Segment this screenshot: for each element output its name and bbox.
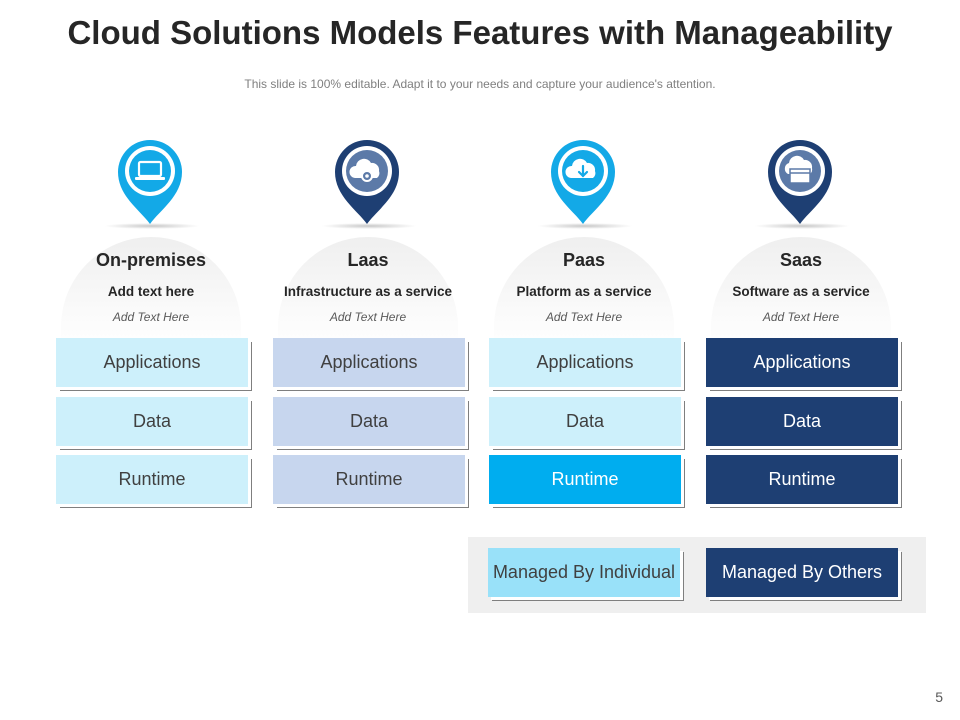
model-name: Laas — [347, 250, 389, 270]
cell-data: Data — [273, 397, 465, 446]
page-number: 5 — [935, 689, 943, 705]
header-paas: Paas Platform as a service Add Text Here — [494, 237, 674, 347]
cloud-download-icon — [551, 140, 615, 224]
cell-runtime: Runtime — [706, 455, 898, 504]
pin-shadow — [537, 223, 633, 229]
cell-data: Data — [56, 397, 248, 446]
model-note: Add Text Here — [545, 310, 623, 324]
cell-runtime: Runtime — [56, 455, 248, 504]
model-note: Add Text Here — [762, 310, 840, 324]
column-laas: Laas Infrastructure as a service Add Tex… — [271, 136, 471, 516]
model-description: Add text here — [107, 284, 195, 299]
model-note: Add Text Here — [112, 310, 190, 324]
pin-shadow — [321, 223, 417, 229]
cloud-window-icon — [768, 140, 832, 224]
pin-shadow — [104, 223, 200, 229]
slide-title: Cloud Solutions Models Features with Man… — [67, 14, 893, 51]
column-on-premises: On-premises Add text here Add Text Here … — [54, 136, 254, 516]
cell-applications: Applications — [706, 338, 898, 387]
header-laas: Laas Infrastructure as a service Add Tex… — [278, 237, 458, 347]
cell-data: Data — [489, 397, 681, 446]
model-note: Add Text Here — [329, 310, 407, 324]
header-saas: Saas Software as a service Add Text Here — [711, 237, 891, 347]
model-description: Infrastructure as a service — [283, 284, 453, 299]
cell-data: Data — [706, 397, 898, 446]
pin-shadow — [754, 223, 850, 229]
model-name: Saas — [779, 250, 823, 270]
model-description: Platform as a service — [516, 284, 652, 299]
header-on-premises: On-premises Add text here Add Text Here — [61, 237, 241, 347]
cell-runtime: Runtime — [273, 455, 465, 504]
model-description: Software as a service — [732, 284, 870, 299]
legend-managed-by-individual: Managed By Individual — [488, 548, 680, 597]
cell-applications: Applications — [56, 338, 248, 387]
column-paas: Paas Platform as a service Add Text Here… — [487, 136, 687, 516]
model-name: On-premises — [95, 250, 207, 270]
cell-applications: Applications — [273, 338, 465, 387]
slide-subtitle: This slide is 100% editable. Adapt it to… — [244, 77, 716, 91]
cell-applications: Applications — [489, 338, 681, 387]
model-name: Paas — [562, 250, 606, 270]
cell-runtime: Runtime — [489, 455, 681, 504]
column-saas: Saas Software as a service Add Text Here… — [704, 136, 904, 516]
legend-managed-by-others: Managed By Others — [706, 548, 898, 597]
cloud-gear-icon — [335, 140, 399, 224]
laptop-icon — [118, 140, 182, 224]
